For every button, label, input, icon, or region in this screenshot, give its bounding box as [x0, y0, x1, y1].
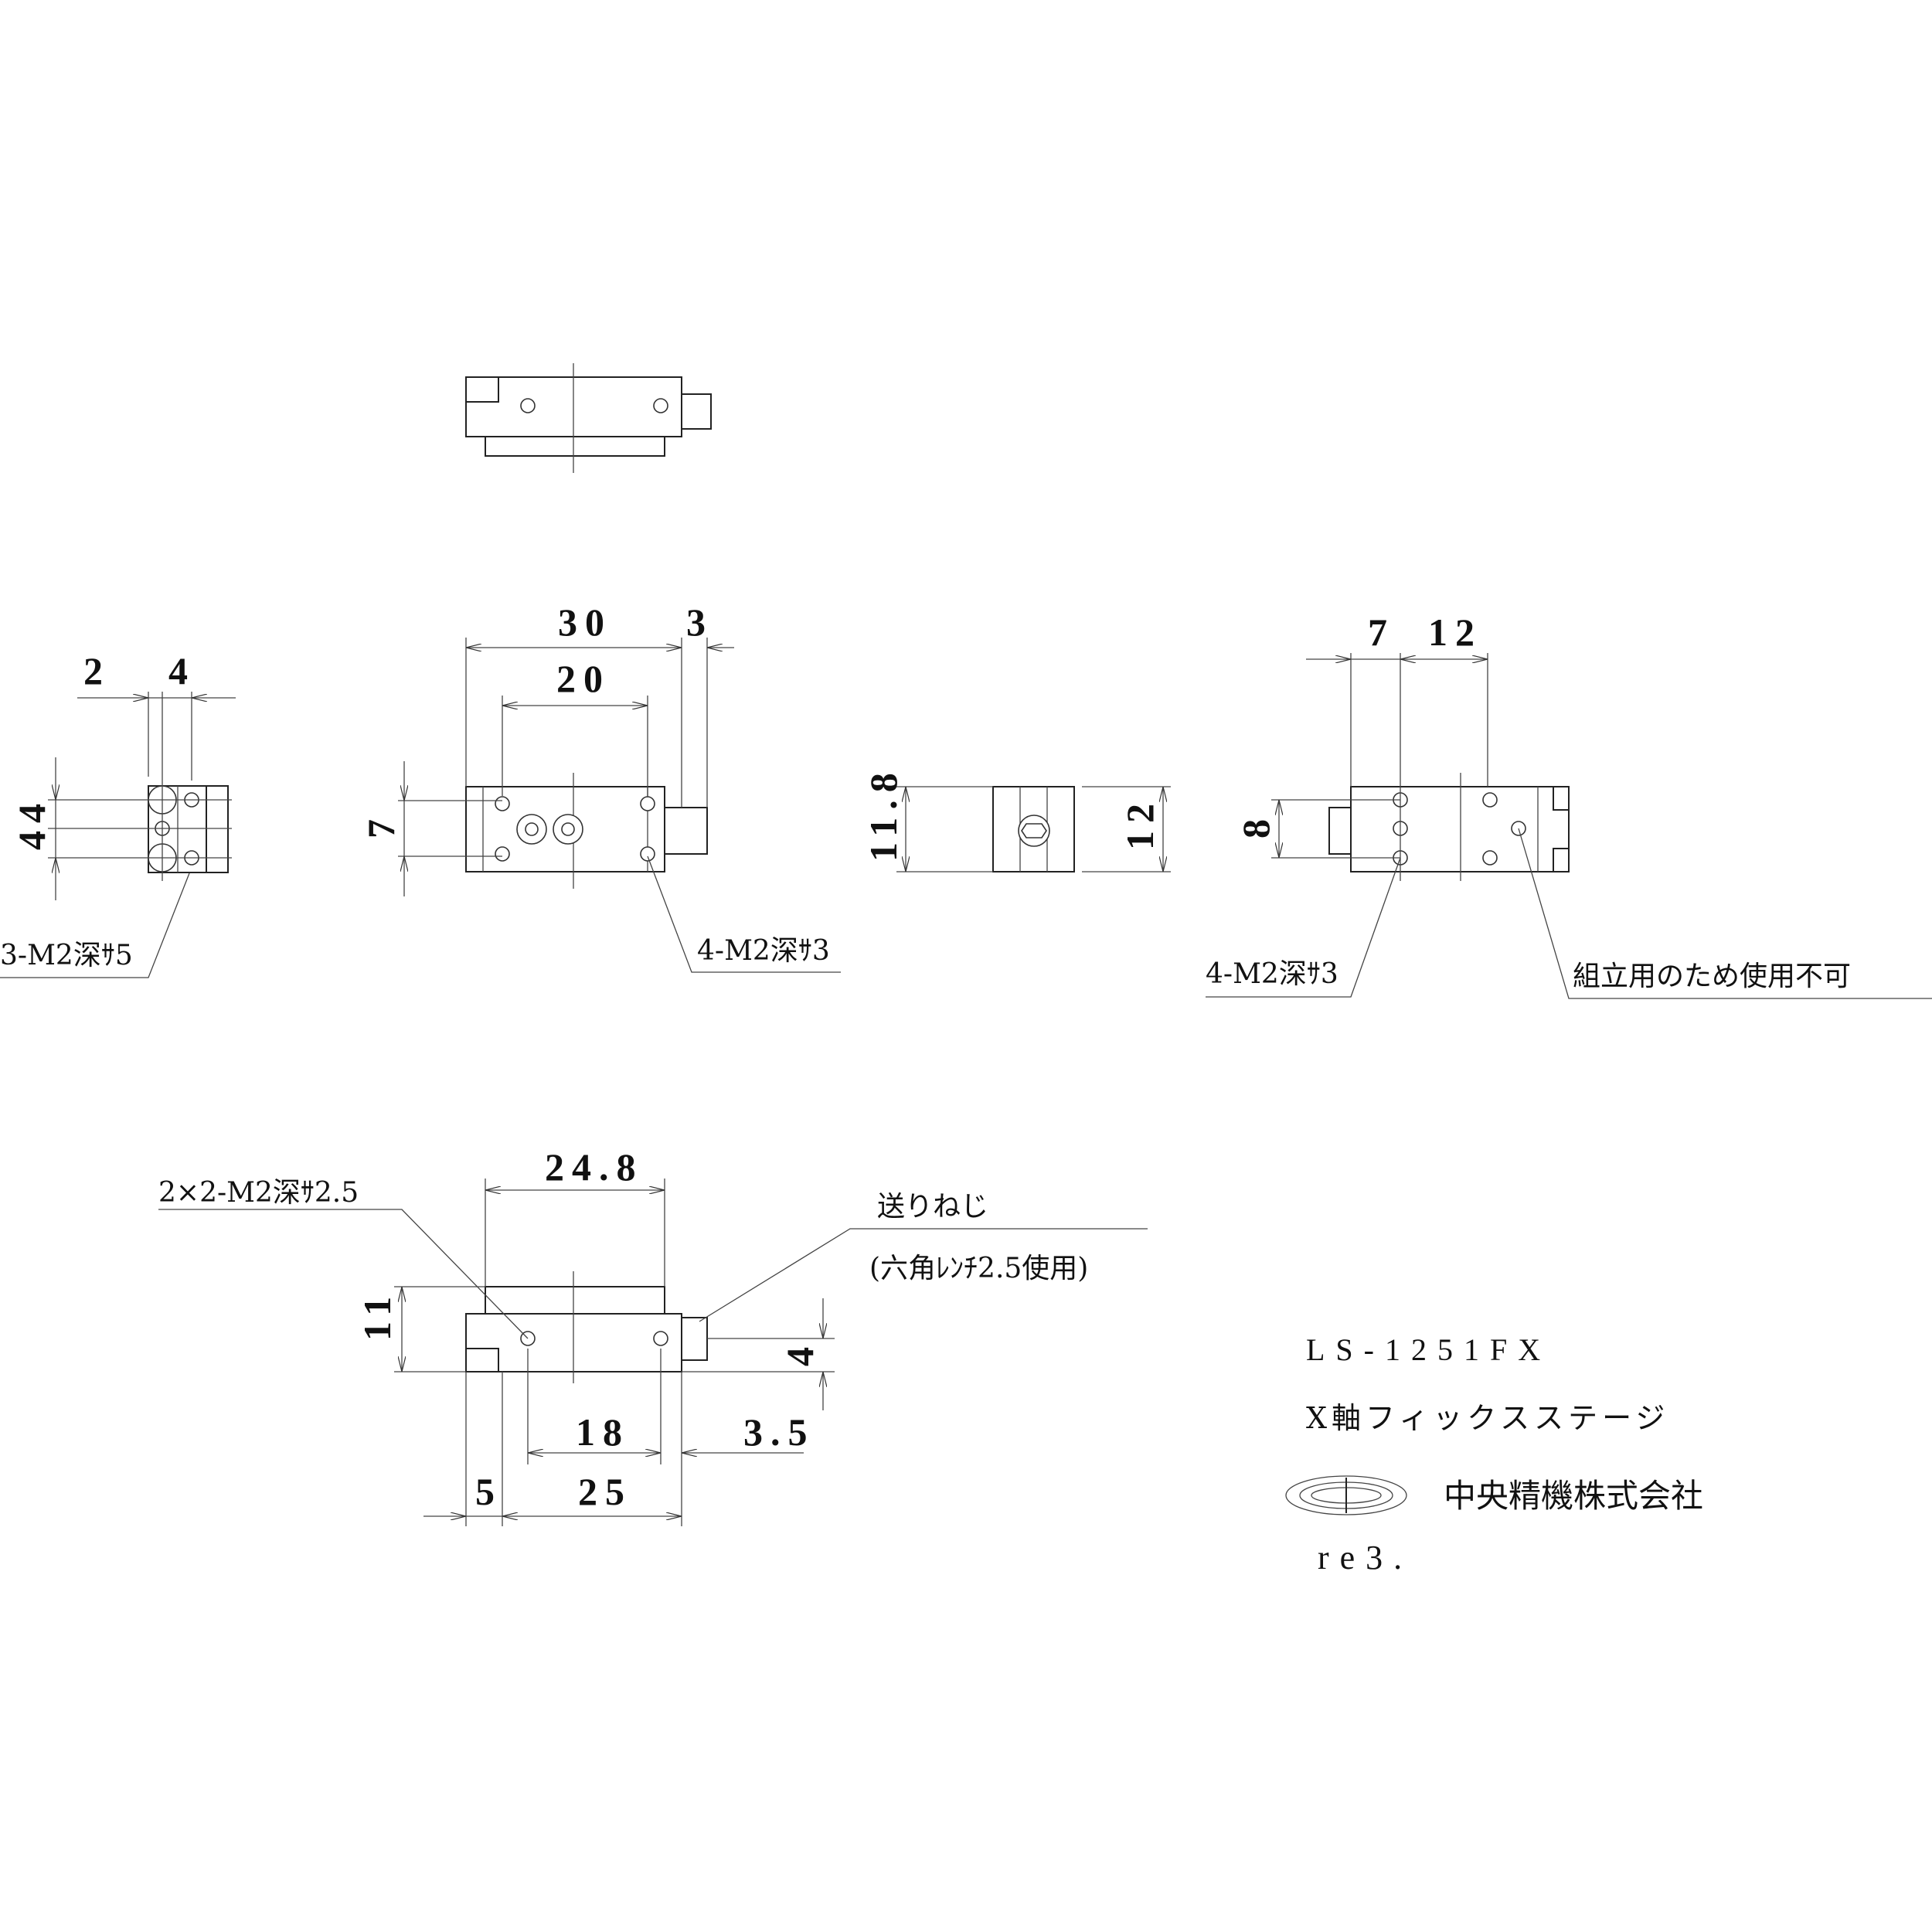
dim-label: 5: [475, 1470, 502, 1513]
dim-label: 12: [1428, 611, 1482, 654]
dim-label: 8: [1234, 811, 1277, 838]
dim-label: 3.5: [743, 1410, 815, 1454]
bottom-view: 24.8 11 4 18 3.5 5 25 2×2-M2深ｻ2.5 送りねじ (…: [158, 1145, 1148, 1526]
dim-label: 25: [578, 1470, 632, 1513]
dim-label: 44: [10, 796, 53, 850]
right-view: 7 12 8 4-M2深ｻ3 組立用のため使用不可: [1206, 611, 1932, 999]
wrench-note: (六角ﾚﾝﾁ2.5使用): [869, 1253, 1088, 1284]
revision-label: re3.: [1318, 1539, 1413, 1577]
assembly-note: 組立用のため使用不可: [1573, 961, 1851, 992]
product-name: X軸フィックスステージ: [1306, 1401, 1669, 1435]
screw-note: 送りねじ: [877, 1191, 988, 1223]
dim-label: 4: [778, 1339, 821, 1366]
dim-label: 7: [359, 811, 403, 838]
title-block: LS-1251FX X軸フィックスステージ 中央精機株式会社 re3.: [1285, 1332, 1703, 1577]
dim-label: 11.8: [862, 765, 905, 862]
dim-label: 30: [558, 600, 612, 644]
dim-label: 3: [686, 600, 713, 644]
top-view: [465, 363, 712, 473]
left-view: 2 4 44 3-M2深ｻ5: [0, 649, 236, 978]
dim-label: 18: [576, 1410, 630, 1454]
dim-label: 4: [168, 649, 196, 692]
front-view: 30 3 20 7 4-M2深ｻ3: [359, 600, 841, 973]
dim-label: 12: [1118, 796, 1162, 850]
dim-label: 11: [355, 1289, 399, 1341]
dim-label: 20: [556, 657, 611, 700]
side-view: 11.8 12: [862, 765, 1171, 872]
company-name: 中央精機株式会社: [1444, 1477, 1703, 1515]
dim-label: 2: [83, 649, 111, 692]
hole-note: 3-M2深ｻ5: [0, 940, 133, 971]
model-number: LS-1251FX: [1306, 1332, 1551, 1367]
company-logo: [1285, 1475, 1407, 1515]
dim-label: 24.8: [545, 1145, 644, 1189]
hole-note: 2×2-M2深ｻ2.5: [158, 1177, 359, 1209]
hole-note: 4-M2深ｻ3: [697, 935, 830, 967]
hole-note: 4-M2深ｻ3: [1206, 958, 1338, 990]
dim-label: 7: [1368, 611, 1395, 654]
